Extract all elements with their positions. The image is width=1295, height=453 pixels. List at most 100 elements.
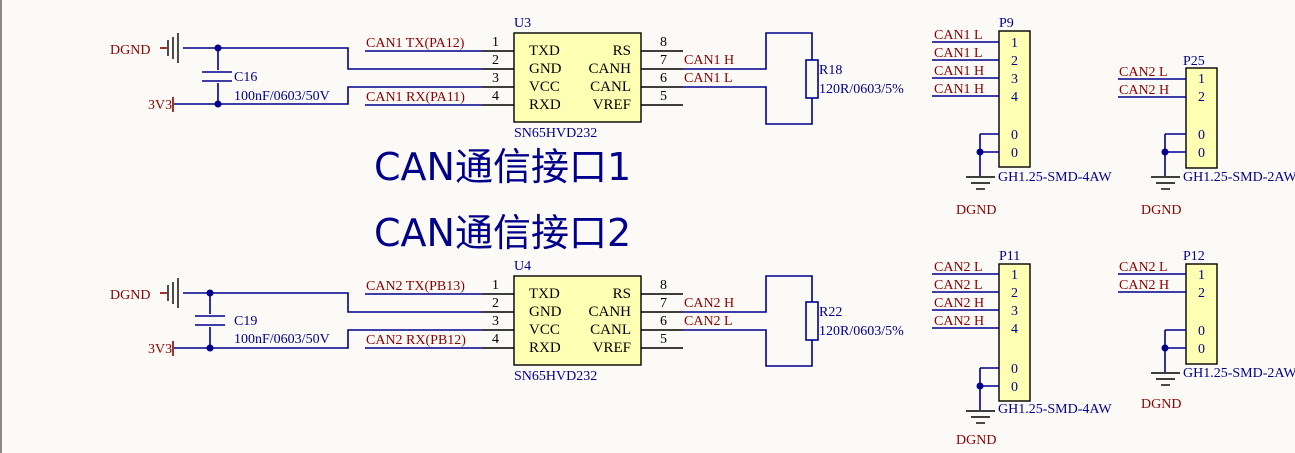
wire-gnd-1 [183,47,482,70]
p11-designator: P11 [999,249,1020,264]
r18-value: 120R/0603/5% [819,82,904,97]
u4-pin-num-5: 5 [660,332,667,347]
p9-pin-3: 3 [1011,72,1018,87]
p11-part: GH1.25-SMD-4AW [998,402,1112,417]
capacitor-c19 [195,293,225,348]
u4-pin-num-1: 1 [492,278,499,293]
can1-rx-label: CAN1 RX(PA11) [366,90,465,105]
connector-p9: P9 CAN1 L CAN1 L CAN1 H CAN1 H 1 2 3 4 0… [932,16,1112,218]
can2-rx-label: CAN2 RX(PB12) [366,333,466,348]
p9-pin-1: 1 [1011,36,1018,51]
p12-dgnd-label: DGND [1141,397,1181,412]
p25-pin2-net: CAN2 H [1119,83,1169,98]
u3-right-pins [641,50,683,106]
u3-pin-name-txd: TXD [529,43,560,59]
p25-pin1-net: CAN2 L [1119,65,1168,80]
u3-pin-num-1: 1 [492,35,499,50]
p25-pin-1: 1 [1198,72,1205,87]
p11-pin-0a: 0 [1011,362,1018,377]
p11-pin1-net: CAN2 L [934,260,983,275]
p25-pin-0b: 0 [1198,146,1205,161]
v33-label-1: 3V3 [148,98,172,113]
p9-pin2-net: CAN1 L [934,46,983,61]
can1-l-label: CAN1 L [684,71,733,86]
p11-pin2-net: CAN2 L [934,278,983,293]
u4-pin-num-2: 2 [492,296,499,311]
u4-pin-name-canh: CANH [588,304,631,320]
dgnd-label-1: DGND [110,43,150,58]
p11-pin-3: 3 [1011,304,1018,319]
u4-right-pins [641,293,683,349]
can2-l-label: CAN2 L [684,314,733,329]
p11-pin3-net: CAN2 H [934,296,984,311]
wire-can1-l [683,86,813,125]
u4-designator: U4 [514,259,531,274]
dgnd-symbol-left-1 [160,33,179,63]
u4-part: SN65HVD232 [514,369,597,384]
u3-designator: U3 [514,16,531,31]
u3-pin-name-rs: RS [613,43,631,59]
u4-pin-name-gnd: GND [529,304,562,320]
p11-pin-0b: 0 [1011,380,1018,395]
p12-pin1-net: CAN2 L [1119,260,1168,275]
p12-part: GH1.25-SMD-2AW [1183,366,1295,381]
p25-body [1185,67,1218,169]
can1-tx-label: CAN1 TX(PA12) [366,36,465,51]
p9-pin-4: 4 [1011,90,1018,105]
p11-pin-2: 2 [1011,286,1018,301]
p12-body [1185,263,1218,365]
p25-part: GH1.25-SMD-2AW [1183,170,1295,185]
dgnd-symbol-left-2 [160,278,179,308]
p25-pin-0a: 0 [1198,128,1205,143]
connector-p11: P11 CAN2 L CAN2 L CAN2 H CAN2 H 1 2 3 4 … [932,249,1112,448]
p11-pin-4: 4 [1011,322,1018,337]
wire-can2-h [683,275,813,313]
c16-value: 100nF/0603/50V [234,89,330,104]
can1-h-label: CAN1 H [684,53,734,68]
p12-pin-0b: 0 [1198,342,1205,357]
circuit-can1: DGND 3V3 C16 100nF/0603/50V CAN1 TX(PA12… [110,16,904,141]
capacitor-c16 [202,48,232,104]
u4-pin-name-vref: VREF [593,340,631,356]
u4-pin-name-txd: TXD [529,286,560,302]
p9-part: GH1.25-SMD-4AW [998,170,1112,185]
p9-pin4-net: CAN1 H [934,82,984,97]
u3-pin-name-canl: CANL [590,79,631,95]
section-title-2: CAN通信接口2 [374,211,631,255]
circuit-can2: DGND 3V3 C19 100nF/0603/50V CAN2 TX(PB13… [110,259,904,384]
wire-vcc-2 [174,329,482,349]
u4-pin-name-vcc: VCC [529,322,560,338]
section-title-1: CAN通信接口1 [374,145,631,189]
c19-value: 100nF/0603/50V [234,332,330,347]
p11-body [998,263,1031,402]
p9-designator: P9 [999,16,1014,31]
p25-pin-2: 2 [1198,90,1205,105]
connector-p25: P25 CAN2 L CAN2 H 1 2 0 0 DGND GH1.25-SM… [1118,54,1295,218]
u3-pin-name-rxd: RXD [529,97,561,113]
c19-designator: C19 [234,314,257,329]
p12-pin2-net: CAN2 H [1119,278,1169,293]
u3-pin-num-4: 4 [492,89,499,104]
p25-dgnd-label: DGND [1141,203,1181,218]
u3-pin-num-5: 5 [660,89,667,104]
r22-designator: R22 [819,305,842,320]
u3-pin-name-vcc: VCC [529,79,560,95]
p11-pin-1: 1 [1011,268,1018,283]
r22-value: 120R/0603/5% [819,324,904,339]
u4-pin-name-rs: RS [613,286,631,302]
u4-body [513,275,642,366]
u3-part: SN65HVD232 [514,126,597,141]
wire-vcc-1 [174,86,482,105]
p11-dgnd-label: DGND [956,433,996,448]
u3-pin-name-canh: CANH [588,61,631,77]
u3-pin-num-2: 2 [492,53,499,68]
resistor-r18 [805,59,819,99]
u3-pin-num-6: 6 [660,71,667,86]
dgnd-label-2: DGND [110,288,150,303]
p12-pin-0a: 0 [1198,324,1205,339]
p9-pin-0a: 0 [1011,128,1018,143]
u3-pin-num-3: 3 [492,71,499,86]
p9-body [998,30,1031,168]
u4-pin-num-7: 7 [660,296,667,311]
